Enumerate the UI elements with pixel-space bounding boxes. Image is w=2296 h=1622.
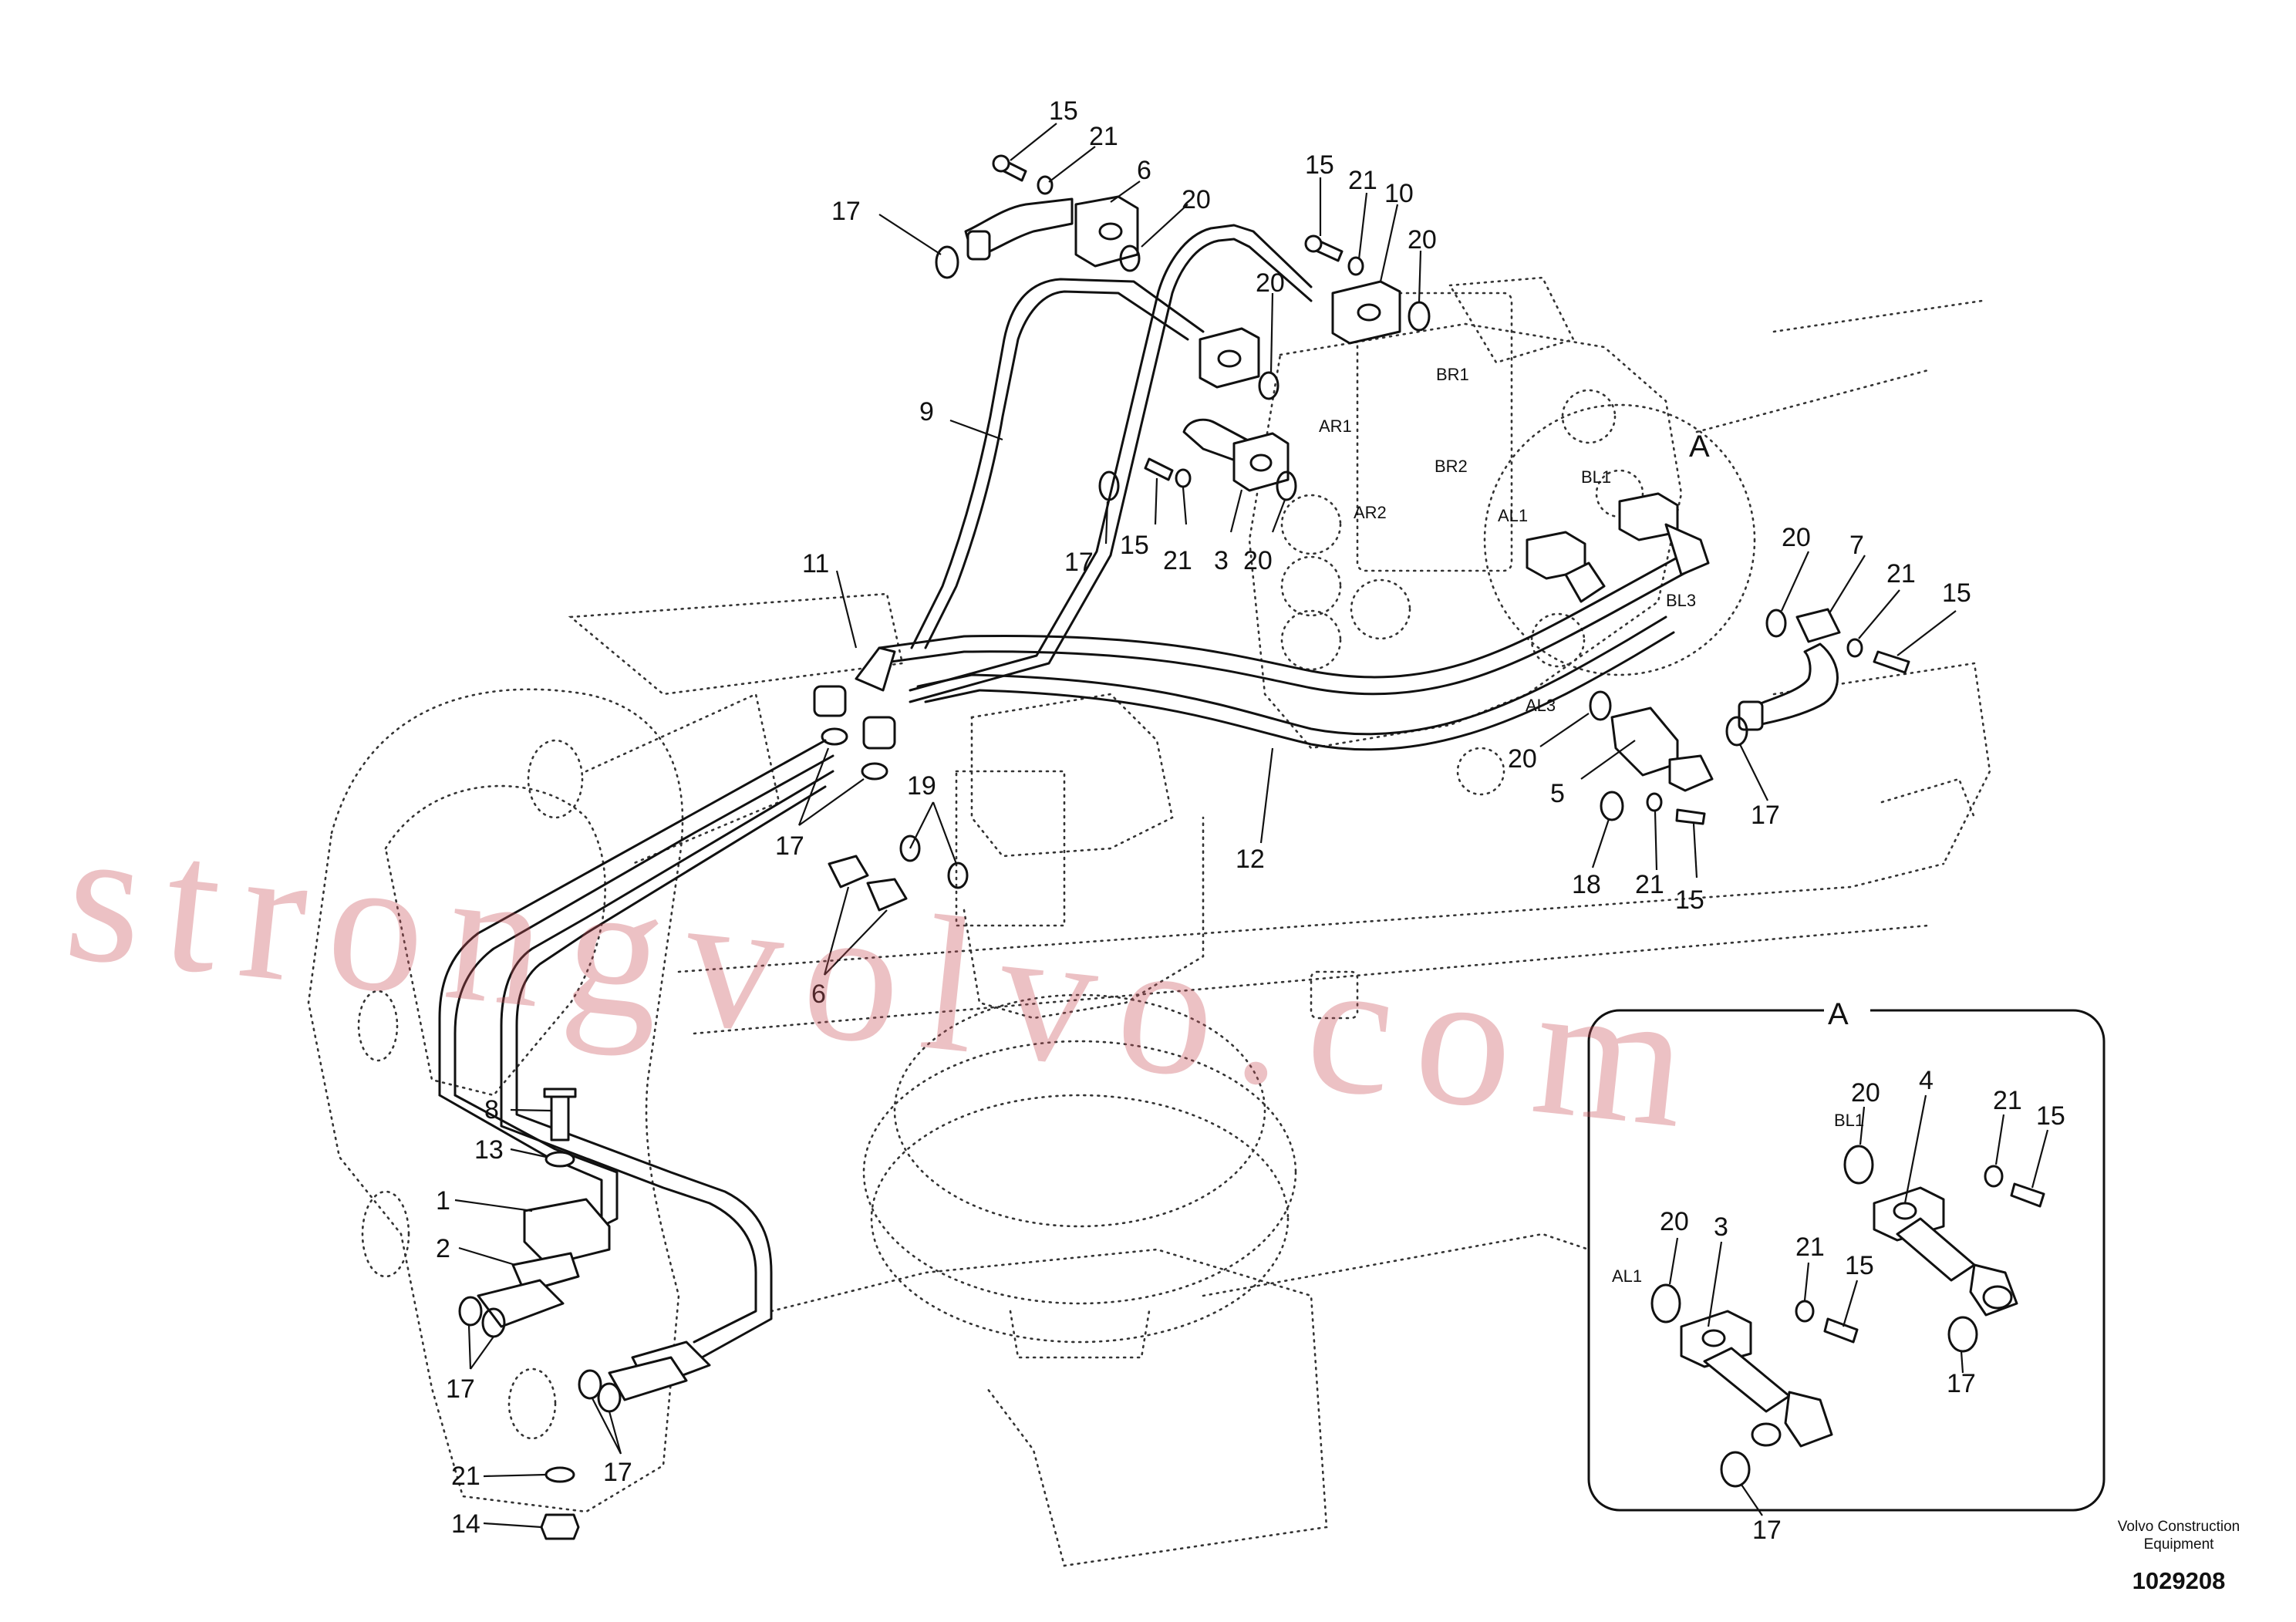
callout-21: 21 [1635, 870, 1664, 899]
callout-14: 14 [451, 1509, 480, 1539]
callout-20: 20 [1782, 523, 1811, 552]
callout-15: 15 [1675, 885, 1704, 915]
callout-13: 13 [474, 1135, 504, 1165]
callout-17: 17 [1064, 548, 1094, 577]
callout-20: 20 [1256, 268, 1285, 298]
parts [458, 154, 1910, 1540]
callout-15: 15 [1942, 578, 1971, 608]
callout-5: 5 [1550, 779, 1565, 808]
port-label-ar1: AR1 [1319, 416, 1352, 436]
detail-a-title: A [1828, 997, 1849, 1031]
leader-lines [454, 123, 1957, 1529]
detail-callout-20: 20 [1851, 1078, 1880, 1108]
callout-8: 8 [484, 1095, 499, 1125]
port-label-ar2: AR2 [1354, 503, 1387, 522]
callouts: 15 21 6 17 20 15 21 10 20 20 9 17 15 21 … [436, 96, 1971, 1539]
callout-21: 21 [1886, 559, 1916, 588]
callout-21: 21 [1348, 166, 1377, 195]
port-labels: BR1 BR2 AR1 AR2 BL1 AL1 BL3 AL3 A [1319, 365, 1710, 715]
callout-19: 19 [907, 771, 936, 801]
detail-callout-21: 21 [1795, 1233, 1825, 1262]
callout-11: 11 [802, 549, 829, 578]
callout-15: 15 [1305, 150, 1334, 180]
detail-a-panel: A 20 4 21 15 20 [1587, 997, 2106, 1545]
callout-9: 9 [919, 397, 934, 427]
callout-17: 17 [831, 197, 861, 226]
port-label-bl1: BL1 [1581, 467, 1611, 487]
callout-20: 20 [1182, 185, 1211, 214]
callout-20: 20 [1408, 225, 1437, 255]
detail-callout-20: 20 [1660, 1207, 1689, 1236]
port-label-bl3: BL3 [1666, 591, 1696, 610]
callout-21: 21 [451, 1462, 480, 1491]
port-label-al1: AL1 [1498, 506, 1528, 525]
document-number: 1029208 [2132, 1567, 2226, 1594]
port-label-al3: AL3 [1526, 696, 1556, 715]
callout-2: 2 [436, 1234, 450, 1263]
detail-callout-3: 3 [1714, 1212, 1728, 1242]
callout-17: 17 [1751, 801, 1780, 830]
callout-17: 17 [775, 831, 804, 861]
callout-15: 15 [1120, 531, 1149, 560]
detail-port-label-bl1: BL1 [1834, 1111, 1864, 1130]
detail-callout-21: 21 [1993, 1086, 2022, 1115]
hydraulic-lines [438, 224, 1691, 1359]
detail-port-label-al1: AL1 [1612, 1266, 1642, 1286]
callout-15: 15 [1049, 96, 1078, 126]
callout-6: 6 [1137, 156, 1151, 185]
callout-7: 7 [1849, 531, 1864, 560]
callout-17: 17 [446, 1374, 475, 1404]
callout-6: 6 [811, 980, 826, 1009]
callout-21: 21 [1089, 122, 1118, 151]
brand-line-1: Volvo Construction [2118, 1519, 2240, 1535]
port-label-br2: BR2 [1435, 457, 1468, 476]
callout-17: 17 [603, 1458, 632, 1487]
detail-callout-15: 15 [2036, 1101, 2065, 1131]
callout-3: 3 [1214, 546, 1229, 575]
detail-callout-17: 17 [1947, 1369, 1976, 1398]
callout-18: 18 [1572, 870, 1601, 899]
machine-outline [307, 276, 1991, 1567]
callout-12: 12 [1236, 845, 1265, 874]
detail-callout-17: 17 [1752, 1516, 1782, 1545]
callout-20: 20 [1508, 744, 1537, 774]
callout-1: 1 [436, 1186, 450, 1216]
port-label-br1: BR1 [1436, 365, 1469, 384]
callout-20: 20 [1243, 546, 1273, 575]
detail-callout-15: 15 [1845, 1251, 1874, 1280]
callout-21: 21 [1163, 546, 1192, 575]
brand-line-2: Equipment [2144, 1536, 2215, 1553]
footer: Volvo Construction Equipment 1029208 [2118, 1519, 2240, 1594]
detail-callout-4: 4 [1919, 1066, 1934, 1095]
view-a-label: A [1689, 430, 1710, 464]
callout-10: 10 [1384, 179, 1414, 208]
